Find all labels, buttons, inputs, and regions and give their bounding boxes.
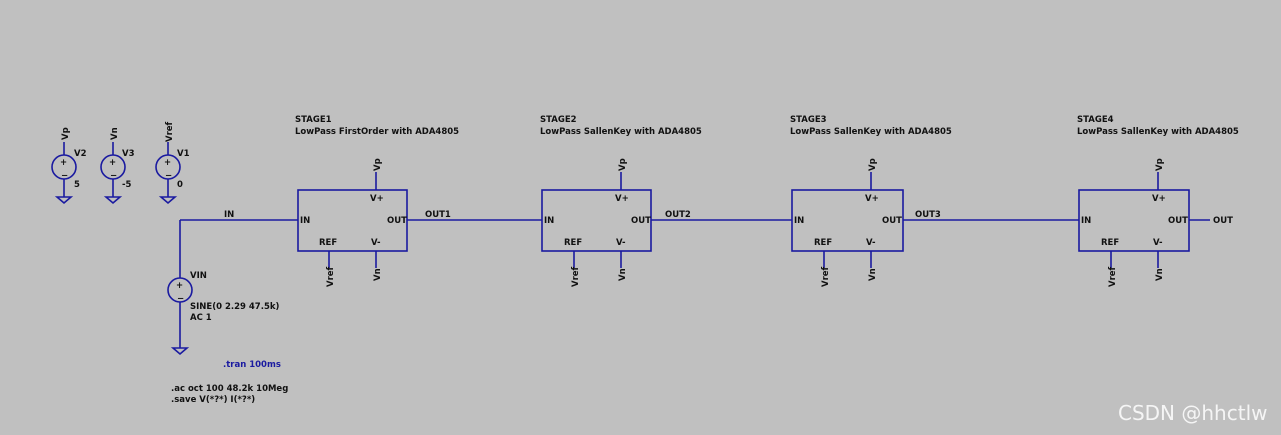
stage2-title: STAGE2 xyxy=(540,115,577,125)
stage2-pin-vp: V+ xyxy=(615,194,629,204)
source-v1[interactable]: + − Vref V1 0 xyxy=(155,121,190,205)
stage1-desc: LowPass FirstOrder with ADA4805 xyxy=(295,127,459,137)
stage3-net-vn: Vn xyxy=(868,268,878,281)
stage2-pin-in: IN xyxy=(544,216,554,226)
ground-icon xyxy=(54,196,74,205)
stage3-title: STAGE3 xyxy=(790,115,827,125)
stage2-pin-ref: REF xyxy=(564,238,582,248)
svg-text:−: − xyxy=(61,171,68,181)
stage1-net-vp: Vp xyxy=(373,158,383,171)
source-v3-value: -5 xyxy=(122,180,132,190)
net-label-in: IN xyxy=(224,210,234,220)
svg-text:+: + xyxy=(164,158,171,168)
stage4-block[interactable]: STAGE4 LowPass SallenKey with ADA4805 IN… xyxy=(1077,115,1239,287)
source-vin-value: SINE(0 2.29 47.5k) xyxy=(190,302,280,312)
stage2-net-ref: Vref xyxy=(571,266,581,287)
svg-text:+: + xyxy=(109,158,116,168)
stage4-net-vp: Vp xyxy=(1155,158,1165,171)
source-v3-name: V3 xyxy=(122,149,135,159)
stage3-block[interactable]: STAGE3 LowPass SallenKey with ADA4805 IN… xyxy=(790,115,952,287)
stage4-pin-vp: V+ xyxy=(1152,194,1166,204)
watermark: CSDN @hhctlw xyxy=(1118,401,1267,425)
stage3-pin-vp: V+ xyxy=(865,194,879,204)
stage4-desc: LowPass SallenKey with ADA4805 xyxy=(1077,127,1239,137)
ground-icon xyxy=(170,347,190,356)
source-v1-value: 0 xyxy=(177,180,183,190)
net-label-vn: Vn xyxy=(110,127,120,140)
stage1-pin-vn: V- xyxy=(371,238,381,248)
stage3-pin-ref: REF xyxy=(814,238,832,248)
stage4-title: STAGE4 xyxy=(1077,115,1114,125)
net-label-out3: OUT3 xyxy=(915,210,941,220)
stage3-net-vp: Vp xyxy=(868,158,878,171)
ground-icon xyxy=(103,196,123,205)
stage1-net-ref: Vref xyxy=(326,266,336,287)
source-v2-name: V2 xyxy=(74,149,87,159)
net-label-vp: Vp xyxy=(61,127,71,140)
net-label-vref: Vref xyxy=(165,121,175,142)
source-vin-name: VIN xyxy=(190,271,207,281)
stage4-net-ref: Vref xyxy=(1108,266,1118,287)
svg-text:−: − xyxy=(110,171,117,181)
ground-icon xyxy=(158,196,178,205)
source-vin-ac: AC 1 xyxy=(190,313,212,323)
svg-text:+: + xyxy=(60,158,67,168)
stage1-pin-out: OUT xyxy=(387,216,407,226)
stage4-net-vn: Vn xyxy=(1155,268,1165,281)
stage4-pin-out: OUT xyxy=(1168,216,1188,226)
stage3-desc: LowPass SallenKey with ADA4805 xyxy=(790,127,952,137)
source-v3[interactable]: + − Vn V3 -5 xyxy=(100,127,135,205)
stage1-net-vn: Vn xyxy=(373,268,383,281)
source-v1-name: V1 xyxy=(177,149,190,159)
directive-save[interactable]: .save V(*?*) I(*?*) xyxy=(171,395,255,405)
stage2-pin-out: OUT xyxy=(631,216,651,226)
stage1-pin-vp: V+ xyxy=(370,194,384,204)
stage3-net-ref: Vref xyxy=(821,266,831,287)
svg-text:−: − xyxy=(165,171,172,181)
stage2-net-vn: Vn xyxy=(618,268,628,281)
stage2-block[interactable]: STAGE2 LowPass SallenKey with ADA4805 IN… xyxy=(540,115,702,287)
svg-text:+: + xyxy=(176,281,183,291)
stage4-pin-vn: V- xyxy=(1153,238,1163,248)
net-label-out2: OUT2 xyxy=(665,210,691,220)
stage1-title: STAGE1 xyxy=(295,115,332,125)
stage1-pin-in: IN xyxy=(300,216,310,226)
directive-ac[interactable]: .ac oct 100 48.2k 10Meg xyxy=(171,384,288,394)
stage2-desc: LowPass SallenKey with ADA4805 xyxy=(540,127,702,137)
net-label-out: OUT xyxy=(1213,216,1233,226)
stage4-pin-ref: REF xyxy=(1101,238,1119,248)
directive-tran[interactable]: .tran 100ms xyxy=(223,360,281,370)
stage2-net-vp: Vp xyxy=(618,158,628,171)
stage1-block[interactable]: STAGE1 LowPass FirstOrder with ADA4805 I… xyxy=(295,115,459,287)
source-vin[interactable]: + − IN VIN SINE(0 2.29 47.5k) AC 1 xyxy=(167,210,298,356)
stage3-pin-vn: V- xyxy=(866,238,876,248)
stage4-pin-in: IN xyxy=(1081,216,1091,226)
source-v2[interactable]: + − Vp V2 5 xyxy=(51,127,87,205)
stage1-pin-ref: REF xyxy=(319,238,337,248)
svg-text:−: − xyxy=(177,294,184,304)
net-label-out1: OUT1 xyxy=(425,210,451,220)
stage3-pin-in: IN xyxy=(794,216,804,226)
stage3-pin-out: OUT xyxy=(882,216,902,226)
source-v2-value: 5 xyxy=(74,180,80,190)
stage2-pin-vn: V- xyxy=(616,238,626,248)
